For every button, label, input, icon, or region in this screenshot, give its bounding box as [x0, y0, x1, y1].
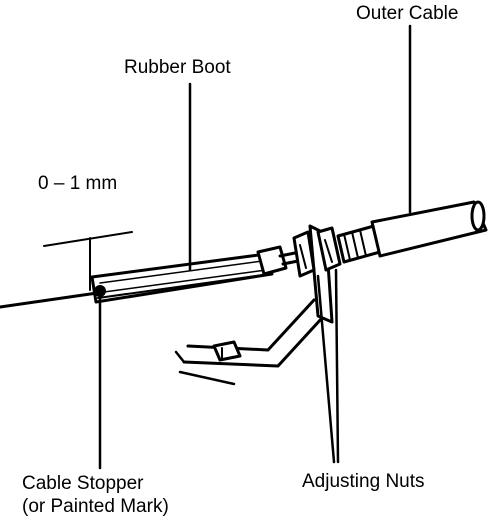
boot-end-fitting [256, 245, 288, 276]
inner-cable [0, 290, 106, 309]
gap-dimension-line [43, 231, 133, 247]
outer-cable [370, 200, 488, 258]
outer-cable-end [470, 200, 486, 232]
gap-dimension-label: 0 – 1 mm [38, 173, 118, 194]
bracket-arm [186, 298, 316, 352]
leader-adjusting-nut [334, 268, 340, 464]
bracket-bolt [212, 340, 242, 362]
cable-stopper [94, 285, 106, 297]
cable-stopper-label: Cable Stopper [22, 473, 144, 494]
adjusting-nut-left [292, 230, 316, 278]
body-panel-edge [178, 370, 236, 386]
outer-cable-label: Outer Cable [356, 3, 459, 24]
leader-adjusting-nut [316, 274, 336, 464]
rubber-boot-rib [99, 260, 263, 284]
bracket-arm-edge [182, 316, 324, 368]
rubber-boot-label: Rubber Boot [124, 57, 231, 78]
painted-mark-label: (or Painted Mark) [22, 496, 169, 517]
rubber-boot-shadow [97, 273, 271, 299]
adjusting-nuts-label: Adjusting Nuts [302, 471, 425, 492]
rubber-boot-rib [103, 269, 267, 293]
adjusting-nut-right [316, 226, 342, 272]
